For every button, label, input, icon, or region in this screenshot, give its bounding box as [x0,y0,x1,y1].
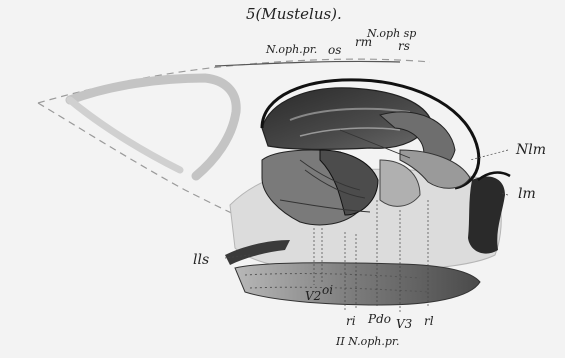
lower-jaw [235,263,480,305]
label-oi: oi [322,284,333,296]
label-noph-pr-top: N.oph.pr. [266,44,317,56]
label-rs: rs [398,40,410,52]
label-rm: rm [355,36,372,48]
label-os: os [328,44,341,56]
label-ii-noph-pr: II N.oph.pr. [336,336,399,348]
label-lm: lm [518,188,536,200]
posterior-dark-region [468,176,505,253]
figure-title: 5(Mustelus). [246,8,342,20]
label-pdo: Pdo [368,313,391,325]
label-rl: rl [424,315,434,327]
label-v3: V3 [396,318,412,330]
label-ri: ri [346,315,356,327]
label-lls: lls [193,254,209,266]
label-nlm: Nlm [516,144,546,156]
label-v2: V2 [305,290,321,302]
